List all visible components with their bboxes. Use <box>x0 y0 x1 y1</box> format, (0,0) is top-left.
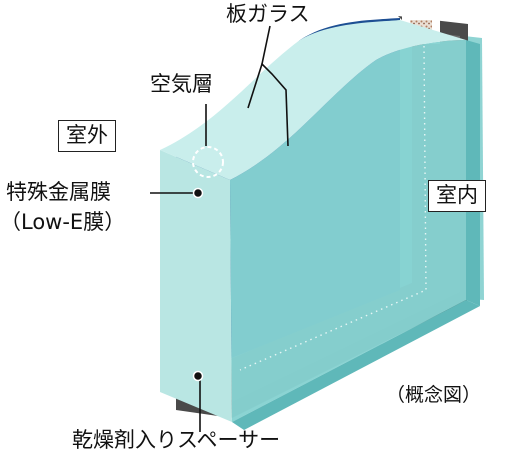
sheet-glass-leader-top <box>261 25 271 65</box>
metal-film-dot-icon <box>192 187 204 199</box>
outdoor-glass-top-edge <box>160 20 466 180</box>
low-e-film-label: （Low-E膜） <box>0 210 126 234</box>
air-layer-label: 空気層 <box>150 72 213 96</box>
outdoor-glass-edge <box>160 150 232 422</box>
indoor-label-box: 室内 <box>428 180 486 212</box>
air-layer-dashed-circle-icon <box>192 146 224 178</box>
spacer-label: 乾燥剤入りスペーサー <box>72 428 281 452</box>
outdoor-label-box: 室外 <box>58 120 116 152</box>
outdoor-glass-bottom-edge <box>232 300 480 430</box>
sheet-glass-label: 板ガラス <box>226 2 310 26</box>
sheet-glass-leader <box>247 62 289 147</box>
spacer-dot-icon <box>192 370 204 382</box>
metal-film-label: 特殊金属膜 <box>6 180 111 204</box>
concept-diagram-note: （概念図） <box>386 384 482 406</box>
outdoor-glass-right-edge <box>466 40 480 306</box>
outdoor-glass-face <box>230 40 466 422</box>
